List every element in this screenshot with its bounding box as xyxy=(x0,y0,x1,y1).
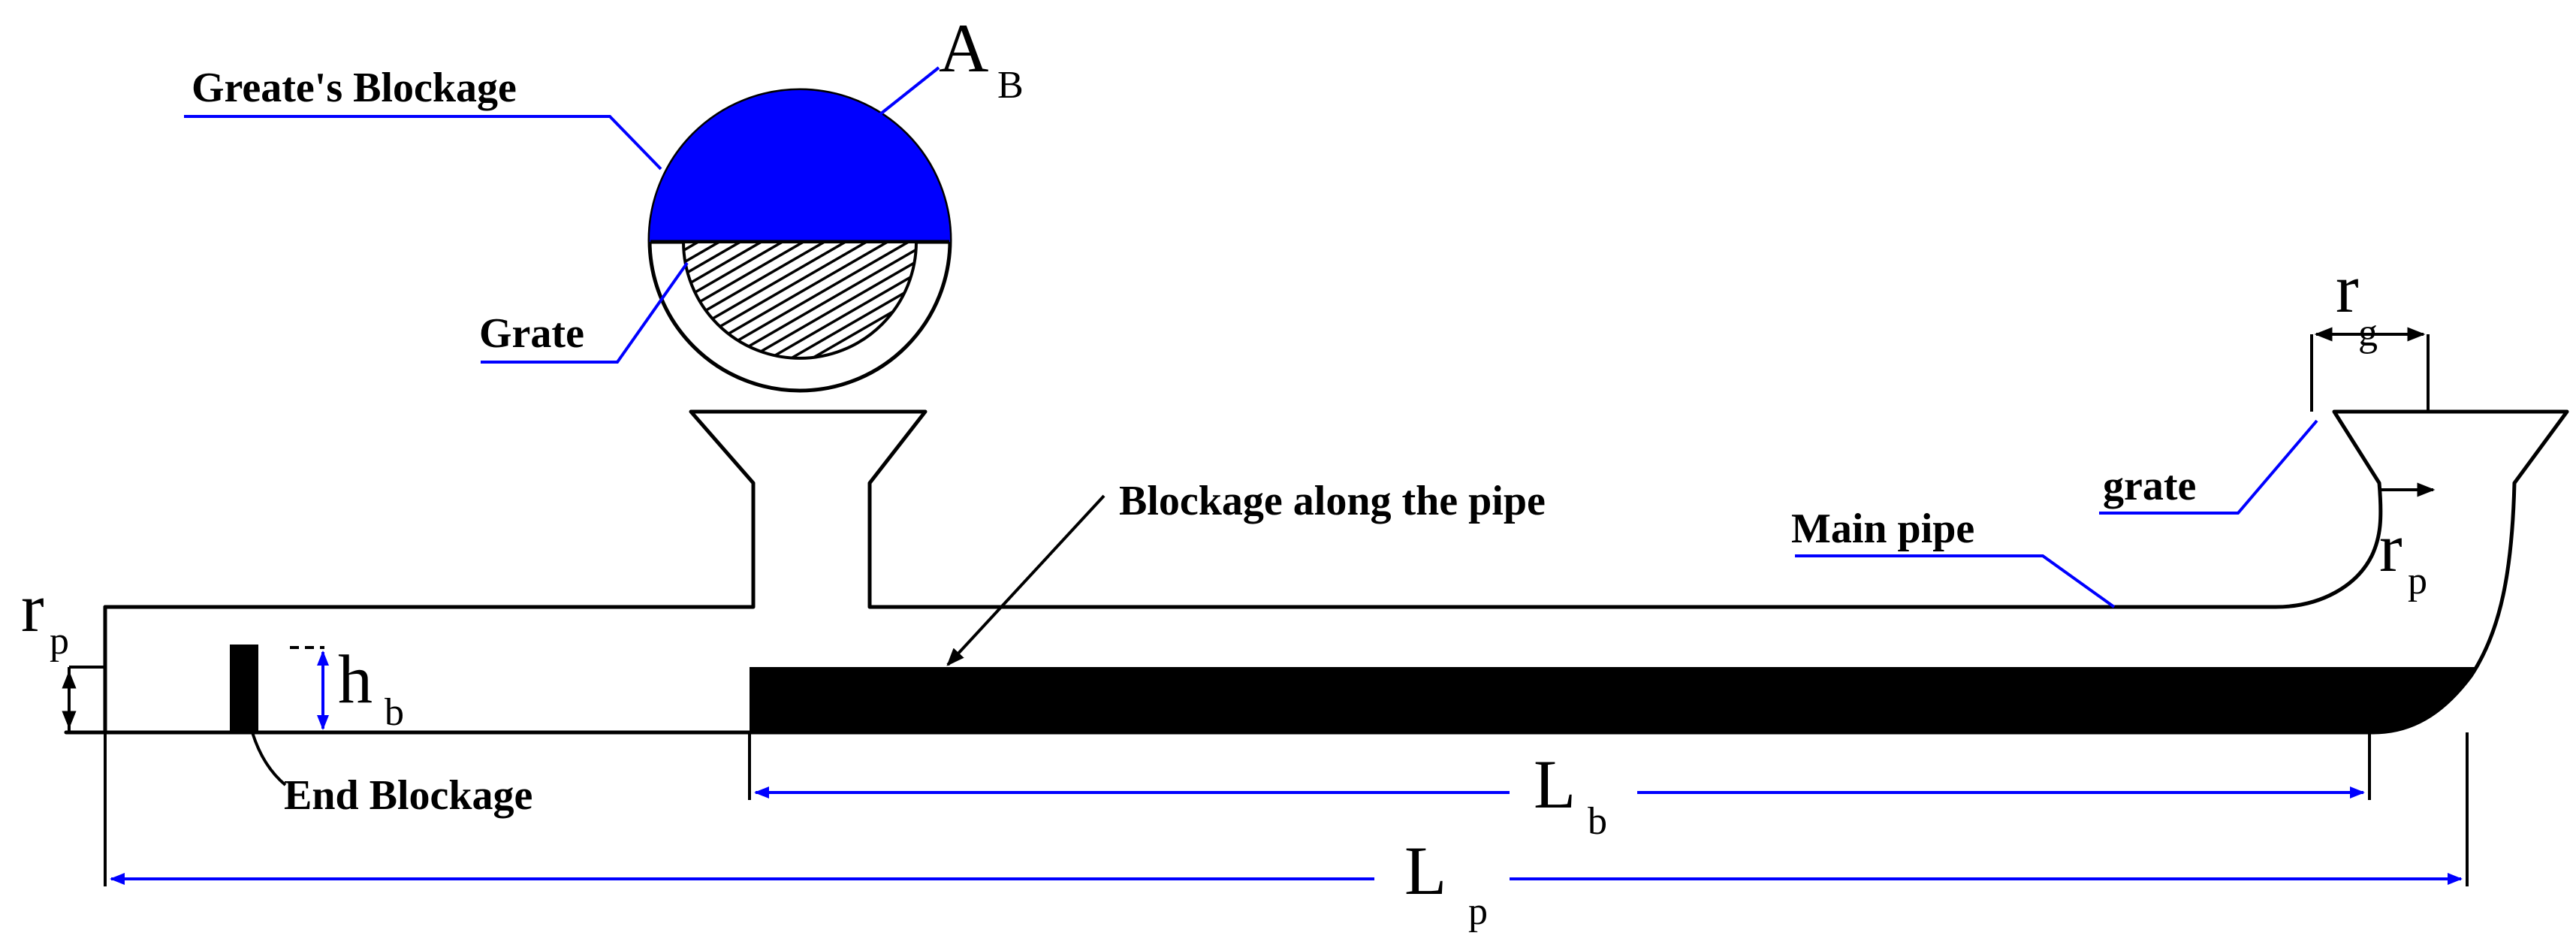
rp-left-dimension xyxy=(62,666,104,732)
main-pipe-leader xyxy=(1795,554,2116,608)
blockage-along-pipe-label: Blockage along the pipe xyxy=(1119,478,1546,524)
rg-dimension xyxy=(2310,327,2430,412)
end-blockage-leader xyxy=(251,732,287,786)
blockage-along-pipe-arrow xyxy=(946,494,1106,666)
rp-right-symbol: r xyxy=(2379,509,2403,586)
rg-subscript: g xyxy=(2358,312,2378,355)
lb-subscript: b xyxy=(1588,800,1607,843)
main-pipe-label: Main pipe xyxy=(1791,506,1974,552)
lp-dimension xyxy=(104,732,2469,886)
grate-leader xyxy=(481,261,689,364)
lp-subscript: p xyxy=(1468,890,1488,933)
hb-subscript: b xyxy=(385,691,404,734)
grate-label: Grate xyxy=(479,310,584,357)
grate-right-leader xyxy=(2099,419,2318,515)
ab-symbol: A xyxy=(939,10,988,86)
rg-symbol: r xyxy=(2336,250,2359,327)
hb-dimension xyxy=(290,646,329,730)
grate-blockage-label: Greate's Blockage xyxy=(192,65,517,111)
lb-dimension xyxy=(748,732,2371,800)
grate-blockage-area xyxy=(650,90,950,242)
grate-bars-hatched xyxy=(681,240,918,360)
grate-right-label: grate xyxy=(2103,463,2196,509)
ab-subscript: B xyxy=(997,64,1024,107)
blockage-along-pipe-shape xyxy=(750,667,2477,732)
lp-symbol: L xyxy=(1404,832,1446,909)
grate-detail xyxy=(647,88,952,393)
rp-left-symbol: r xyxy=(21,569,44,646)
ab-leader-line xyxy=(879,66,940,116)
grate-blockage-leader xyxy=(184,115,662,171)
rp-right-subscript: p xyxy=(2408,560,2427,602)
hb-symbol: h xyxy=(338,641,373,717)
end-blockage-shape xyxy=(230,645,258,732)
rp-left-subscript: p xyxy=(50,620,69,663)
lb-symbol: L xyxy=(1534,746,1576,823)
end-blockage-label: End Blockage xyxy=(284,772,532,819)
